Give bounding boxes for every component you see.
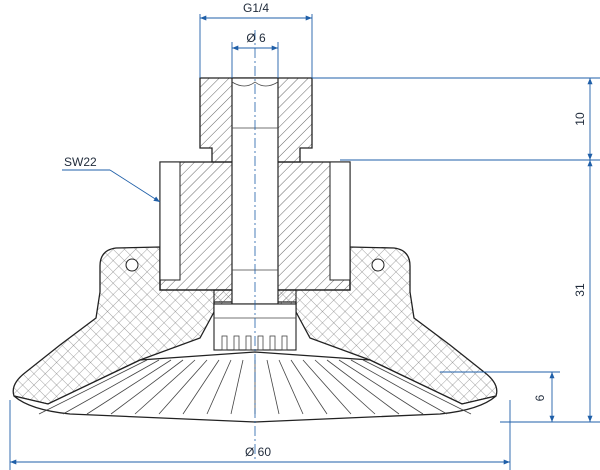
bore-diameter-label: Ø 6 bbox=[246, 31, 266, 45]
dimension-thread: G1/4 bbox=[199, 1, 313, 78]
support-pin bbox=[269, 335, 276, 351]
lip-rib bbox=[362, 359, 472, 415]
lip-rib bbox=[266, 359, 280, 415]
outer-diameter-label: Ø 60 bbox=[245, 445, 271, 459]
dimension-thread-length: 10 bbox=[312, 77, 600, 161]
lip-rib bbox=[314, 359, 376, 415]
lip-rib bbox=[86, 359, 172, 415]
lip-rib bbox=[62, 359, 160, 415]
lip-rib bbox=[134, 359, 196, 415]
height-label: 31 bbox=[573, 283, 587, 297]
lip-rib bbox=[350, 359, 448, 415]
lip-rib bbox=[110, 359, 184, 415]
dimension-lip-height: 6 bbox=[440, 371, 560, 422]
wrench-size-callout: SW22 bbox=[62, 155, 161, 203]
lip-rib bbox=[326, 359, 400, 415]
lip-rib bbox=[278, 359, 304, 415]
support-pin bbox=[245, 335, 252, 351]
lip-rib bbox=[38, 359, 148, 415]
support-pin bbox=[281, 335, 288, 351]
lip-rib bbox=[302, 359, 352, 415]
support-pin bbox=[257, 335, 264, 351]
thread-length-label: 10 bbox=[573, 112, 587, 126]
lip-height-label: 6 bbox=[533, 394, 547, 401]
thread-size-label: G1/4 bbox=[243, 1, 269, 15]
dimension-bore: Ø 6 bbox=[231, 31, 279, 78]
support-pin bbox=[221, 335, 228, 351]
wrench-size-label: SW22 bbox=[64, 155, 97, 169]
dimension-height: 31 bbox=[500, 160, 600, 423]
lip-rib bbox=[182, 359, 220, 415]
lip-rib bbox=[206, 359, 232, 415]
lip-rib bbox=[338, 359, 424, 415]
dimension-diameter: Ø 60 bbox=[9, 400, 511, 470]
support-pin bbox=[233, 335, 240, 351]
lip-rib bbox=[290, 359, 328, 415]
lip-rib bbox=[158, 359, 208, 415]
lip-rib bbox=[230, 359, 244, 415]
